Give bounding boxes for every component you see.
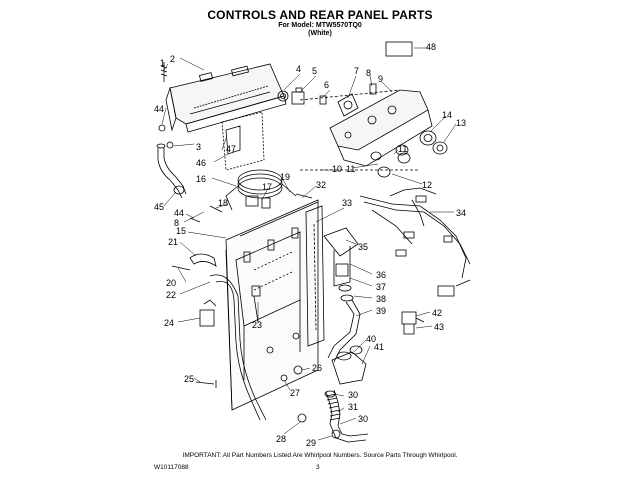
wire-harness bbox=[359, 187, 471, 297]
callout-36: 36 bbox=[376, 270, 386, 280]
callout-30b: 30 bbox=[358, 414, 368, 424]
callout-3: 3 bbox=[196, 142, 201, 152]
callout-45: 45 bbox=[154, 202, 164, 212]
callout-28: 28 bbox=[276, 434, 286, 444]
callout-17: 17 bbox=[262, 182, 272, 192]
callout-32: 32 bbox=[316, 180, 326, 190]
callout-21: 21 bbox=[168, 237, 178, 247]
screw bbox=[160, 62, 168, 82]
callout-18: 18 bbox=[218, 198, 228, 208]
callout-26: 26 bbox=[312, 363, 322, 373]
document-number: W10117088 bbox=[154, 464, 189, 471]
callout-15: 15 bbox=[176, 226, 186, 236]
callout-38: 38 bbox=[376, 294, 386, 304]
callout-19: 19 bbox=[280, 172, 290, 182]
callout-42: 42 bbox=[432, 308, 442, 318]
callout-12: 12 bbox=[422, 180, 432, 190]
callout-40: 40 bbox=[366, 334, 376, 344]
callout-10: 10 bbox=[332, 164, 342, 174]
callout-5: 5 bbox=[312, 66, 317, 76]
callout-22: 22 bbox=[166, 290, 176, 300]
water-level-switch bbox=[401, 311, 425, 335]
leader-lines bbox=[161, 47, 457, 441]
callout-31: 31 bbox=[348, 402, 358, 412]
callout-44: 44 bbox=[154, 104, 164, 114]
callout-25: 25 bbox=[184, 374, 194, 384]
callout-24: 24 bbox=[164, 318, 174, 328]
callout-13: 13 bbox=[456, 118, 466, 128]
drain-hose bbox=[297, 389, 369, 443]
page-number: 3 bbox=[316, 464, 320, 471]
callout-2: 2 bbox=[170, 54, 175, 64]
callout-23: 23 bbox=[252, 320, 262, 330]
callout-34: 34 bbox=[456, 208, 466, 218]
callout-8b: 8 bbox=[174, 218, 179, 228]
callout-11b: 11 bbox=[346, 164, 355, 174]
inlet-hose-fitting bbox=[156, 143, 187, 199]
drain-pump-hose bbox=[209, 274, 267, 421]
callout-9: 9 bbox=[378, 74, 383, 84]
callout-46: 46 bbox=[196, 158, 206, 168]
callout-1: 1 bbox=[160, 58, 165, 68]
callout-35: 35 bbox=[358, 242, 368, 252]
lid-switch bbox=[323, 227, 359, 287]
water-inlet-valve bbox=[331, 345, 367, 385]
callout-4: 4 bbox=[296, 64, 301, 74]
callout-29: 29 bbox=[306, 438, 316, 448]
callout-39: 39 bbox=[376, 306, 386, 316]
callout-33: 33 bbox=[342, 198, 352, 208]
console-panel bbox=[165, 63, 287, 133]
knob-group bbox=[370, 130, 448, 178]
color-line: (White) bbox=[308, 30, 332, 37]
callout-labels: 2 4 5 6 7 8 9 48 1 44 3 47 46 14 13 11 1… bbox=[154, 42, 466, 448]
page-title: CONTROLS AND REAR PANEL PARTS bbox=[207, 8, 433, 22]
callout-30a: 30 bbox=[348, 390, 358, 400]
callout-44b: 44 bbox=[174, 208, 184, 218]
callout-20: 20 bbox=[166, 278, 176, 288]
callout-27: 27 bbox=[290, 388, 300, 398]
callout-47: 47 bbox=[226, 144, 236, 154]
rear-panel bbox=[225, 199, 319, 411]
model-line: For Model: MTW5570TQ0 bbox=[278, 22, 362, 29]
callout-11a: 11 bbox=[398, 144, 407, 154]
power-cord-coil bbox=[225, 169, 297, 211]
callout-41: 41 bbox=[374, 342, 384, 352]
callout-7: 7 bbox=[354, 66, 359, 76]
label-card bbox=[385, 41, 413, 57]
callout-14: 14 bbox=[442, 110, 452, 120]
callout-48: 48 bbox=[426, 42, 436, 52]
callout-8: 8 bbox=[366, 68, 371, 78]
callout-43: 43 bbox=[434, 322, 444, 332]
callout-16: 16 bbox=[196, 174, 206, 184]
important-note: IMPORTANT: All Part Numbers Listed Are W… bbox=[182, 452, 458, 459]
callout-37: 37 bbox=[376, 282, 386, 292]
callout-6: 6 bbox=[324, 80, 329, 90]
